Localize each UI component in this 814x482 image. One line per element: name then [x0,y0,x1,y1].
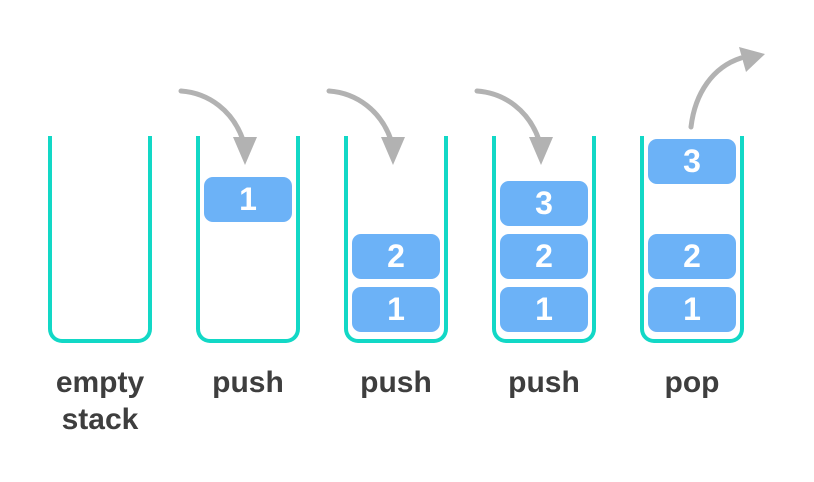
pop-arrow-icon [688,47,765,130]
stack-label-push-2: push [322,364,470,401]
stack-label-empty-stack: empty stack [26,364,174,438]
stack-item-push-3-3: 3 [500,181,588,226]
stack-label-line: stack [61,403,139,436]
stack-label-line: empty [55,366,145,399]
stack-item-pop-1: 1 [648,287,736,332]
push-arrow-icon [474,88,553,165]
stack-label-line: push [360,366,432,399]
stack-container-push-1 [196,136,300,343]
stack-label-line: push [212,366,284,399]
stack-item-push-3-1: 1 [500,287,588,332]
stack-label-push-1: push [174,364,322,401]
stack-label-line: push [508,366,580,399]
stack-item-push-1-1: 1 [204,177,292,222]
stack-item-popped-3: 3 [648,139,736,184]
stack-item-push-2-1: 1 [352,287,440,332]
stack-label-line: pop [664,366,720,399]
push-arrow-icon [326,88,405,165]
stack-item-push-3-2: 2 [500,234,588,279]
stack-item-pop-2: 2 [648,234,736,279]
stack-item-push-2-2: 2 [352,234,440,279]
stack-container-push-2 [344,136,448,343]
stack-container-pop [640,136,744,343]
push-arrow-icon [178,88,257,165]
stack-container-empty-stack [48,136,152,343]
stack-container-push-3 [492,136,596,343]
stack-label-push-3: push [470,364,618,401]
stack-label-pop: pop [618,364,766,401]
